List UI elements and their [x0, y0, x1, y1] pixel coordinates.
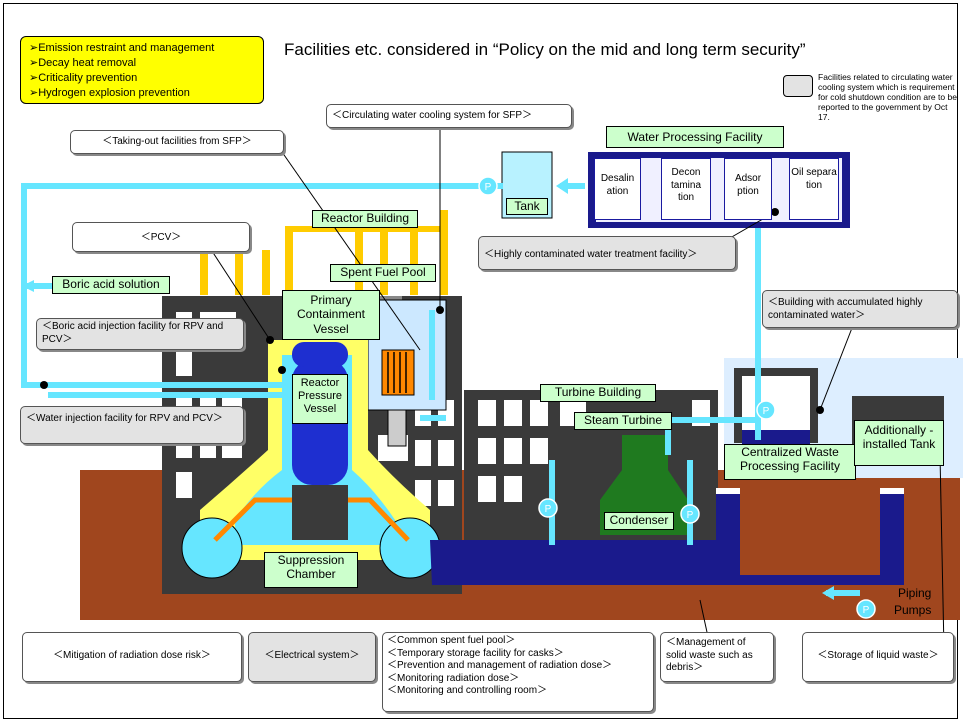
spent-fuel-pool-label: Spent Fuel Pool: [330, 264, 436, 282]
decontamination-unit: Decon tamina tion: [661, 158, 711, 220]
pcv-label: Primary Containment Vessel: [282, 290, 380, 340]
boric-injection-callout: ＜Boric acid injection facility for RPV a…: [36, 318, 244, 350]
storage-liquid-callout: ＜Storage of liquid waste＞: [802, 632, 954, 682]
building-accumulated-callout: ＜Building with accumulated highly contam…: [762, 290, 958, 328]
policy-item: ➢Hydrogen explosion prevention: [29, 87, 190, 99]
condenser-label: Condenser: [604, 512, 674, 530]
pump-label: P: [687, 510, 694, 521]
policy-item: ➢Criticality prevention: [29, 72, 138, 84]
multi-item-callout: ＜Common spent fuel pool＞ ＜Temporary stor…: [382, 632, 654, 712]
suppression-chamber-label: Suppression Chamber: [264, 552, 358, 588]
policy-item: ➢Decay heat removal: [29, 57, 137, 69]
pump-label: P: [545, 504, 552, 515]
multi-callout-item: ＜Monitoring and controlling room＞: [387, 685, 548, 696]
multi-callout-item: ＜Monitoring radiation dose＞: [387, 672, 520, 684]
pump-symbols: [478, 176, 876, 619]
pump-label: P: [763, 406, 770, 417]
steam-turbine: [622, 435, 668, 475]
multi-callout-item: ＜Temporary storage facility for casks＞: [387, 647, 564, 659]
piping-label: Piping: [898, 586, 932, 600]
centralized-waste-label: Centralized Waste Processing Facility: [724, 444, 856, 480]
trench: [430, 488, 904, 585]
multi-callout-item: ＜Common spent fuel pool＞: [387, 635, 516, 646]
management-solid-callout: ＜Management of solid waste such as debri…: [660, 632, 774, 682]
circulating-water-callout: ＜Circulating water cooling system for SF…: [326, 104, 572, 128]
leader-lines: [209, 126, 945, 651]
rpv-label: Reactor Pressure Vessel: [292, 374, 348, 424]
pump-label: P: [863, 605, 870, 616]
multi-callout-item: ＜Prevention and management of radiation …: [387, 660, 613, 671]
pump-label: P: [485, 182, 492, 193]
steam-turbine-label: Steam Turbine: [574, 412, 672, 430]
highly-contaminated-callout: ＜Highly contaminated water treatment fac…: [478, 236, 736, 270]
policy-item: ➢Emission restraint and management: [29, 42, 215, 54]
mitigation-callout: ＜Mitigation of radiation dose risk＞: [22, 632, 242, 682]
fuel-rack: [381, 349, 415, 396]
pedestal: [292, 485, 348, 540]
pcv-callout: ＜PCV＞: [72, 222, 250, 252]
water-injection-callout: ＜Water injection facility for RPV and PC…: [20, 406, 244, 444]
adsorption-unit: Adsor ption: [724, 158, 772, 220]
additional-tank-label: Additionally -installed Tank: [854, 420, 944, 466]
pumps-label: Pumps: [894, 603, 932, 617]
turbine-building-label: Turbine Building: [540, 384, 656, 402]
page-title: Facilities etc. considered in “Policy on…: [284, 40, 806, 59]
policy-items-box: ➢Emission restraint and management ➢Deca…: [20, 36, 264, 104]
reactor-building-label: Reactor Building: [312, 210, 418, 228]
oil-separation-unit: Oil separa tion: [789, 158, 839, 220]
electrical-callout: ＜Electrical system＞: [248, 632, 376, 682]
desalination-unit: Desalin ation: [594, 158, 641, 220]
legend-swatch: [783, 75, 813, 97]
legend-text: Facilities related to circulating water …: [818, 72, 957, 122]
taking-out-callout: ＜Taking-out facilities from SFP＞: [70, 130, 284, 154]
cask: [387, 409, 407, 447]
suppression-chamber: [181, 517, 441, 579]
water-processing-label: Water Processing Facility: [606, 126, 784, 148]
boric-acid-solution-label: Boric acid solution: [52, 276, 170, 294]
tank-label: Tank: [506, 198, 548, 215]
arrow-boric: [22, 280, 34, 292]
